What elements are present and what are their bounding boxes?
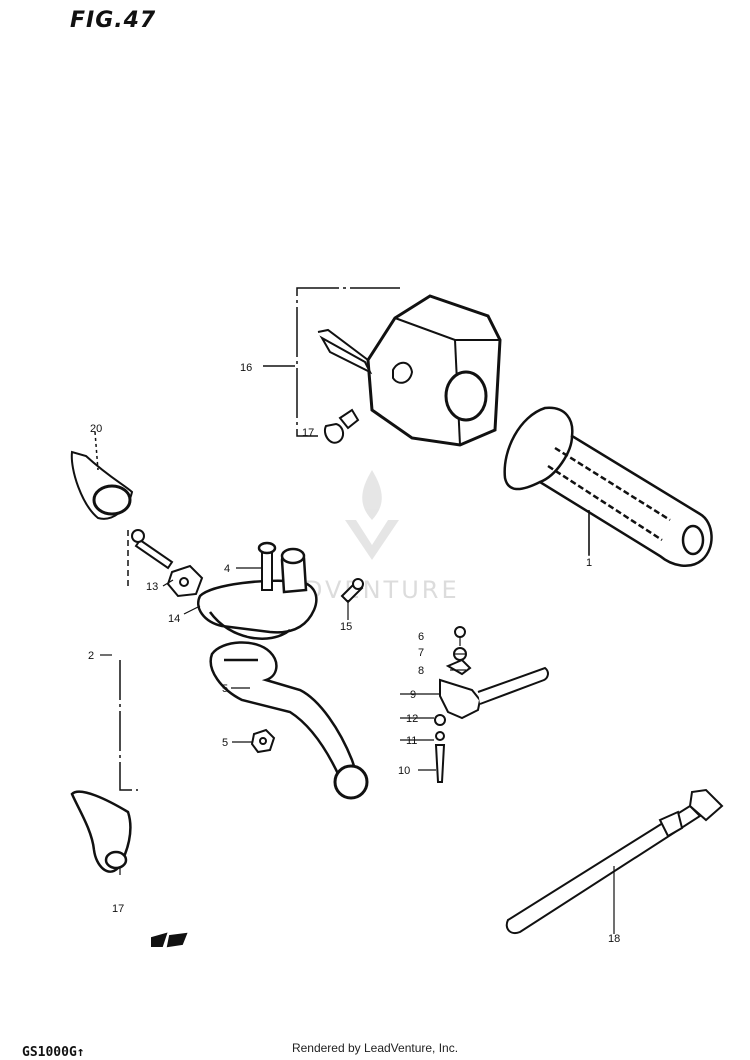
pivot-bolt	[131, 529, 174, 570]
leader-lines	[100, 512, 615, 934]
callout-9: 9	[410, 689, 416, 701]
housing-screw	[324, 408, 360, 444]
handle-grip	[503, 406, 713, 568]
pivot-nut	[166, 564, 204, 598]
callout-4: 4	[224, 563, 230, 575]
starter-switch	[434, 626, 549, 783]
callout-13: 13	[146, 581, 158, 593]
lever-nut	[250, 728, 276, 754]
render-credit: Rendered by LeadVenture, Inc.	[291, 1041, 459, 1055]
model-code: GS1000G↑	[22, 1045, 85, 1060]
callout-18: 18	[608, 933, 620, 945]
bracket-16	[263, 287, 400, 437]
callout-1: 1	[586, 557, 592, 569]
callout-20: 20	[90, 423, 102, 435]
callout-12: 12	[406, 713, 418, 725]
switch-housing	[317, 294, 502, 447]
lever-boot	[70, 431, 134, 520]
callout-labels: 16 17 20 4 13 14 15 1 2 5 5 6 7 8 9 12 1…	[88, 362, 620, 945]
callout-11: 11	[406, 735, 417, 747]
callout-2: 2	[88, 650, 94, 662]
bracket-13-14	[119, 530, 138, 791]
callout-8: 8	[418, 665, 424, 677]
callout-7: 7	[418, 647, 424, 659]
direction-mark	[151, 932, 188, 948]
callout-17-cover: 17	[112, 903, 124, 915]
callout-15: 15	[340, 621, 352, 633]
callout-6: 6	[418, 631, 424, 643]
figure-title: FIG.47	[70, 8, 157, 33]
lever-cover	[70, 790, 132, 873]
callout-5-lever: 5	[222, 683, 228, 695]
clutch-lever	[209, 641, 369, 800]
callout-10: 10	[398, 765, 410, 777]
callout-17-housing: 17	[302, 427, 314, 439]
callout-16: 16	[240, 362, 252, 374]
cable-strap	[505, 788, 724, 934]
holder-screw	[340, 578, 364, 604]
callout-5-nut: 5	[222, 737, 228, 749]
lever-holder	[197, 541, 318, 640]
callout-14: 14	[168, 613, 180, 625]
